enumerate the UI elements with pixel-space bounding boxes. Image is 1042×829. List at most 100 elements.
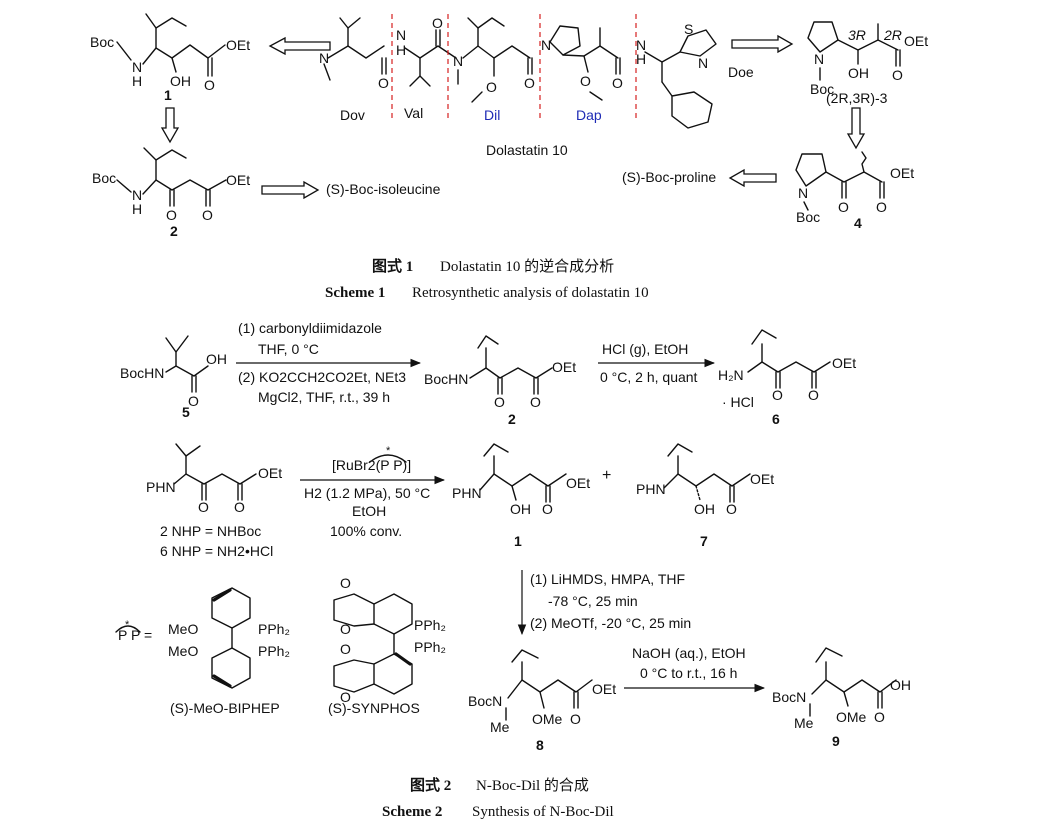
step2-line1: HCl (g), EtOH <box>602 341 688 357</box>
svg-text:OMe: OMe <box>532 711 563 727</box>
svg-text:图式 1: 图式 1 <box>372 257 413 275</box>
svg-text:O: O <box>204 77 215 93</box>
svg-text:PPh₂: PPh₂ <box>258 643 290 659</box>
retro-arrow-1-to-2 <box>160 107 180 144</box>
step3-line3: EtOH <box>352 503 386 519</box>
svg-text:O: O <box>340 621 351 637</box>
svg-text:BocHN: BocHN <box>120 365 164 381</box>
svg-text:H: H <box>132 201 142 217</box>
svg-text:PPh₂: PPh₂ <box>414 617 446 633</box>
svg-text:O: O <box>808 387 819 403</box>
compound-9-structure: BocN Me OMe O OH <box>772 647 911 731</box>
compound-1-label-s2: 1 <box>514 533 522 549</box>
svg-text:PHN: PHN <box>636 481 666 497</box>
svg-text:O: O <box>340 575 351 591</box>
retro-arrow-3-to-4 <box>846 107 866 150</box>
retro-arrow-to-3 <box>731 34 794 54</box>
compound-4-structure: N Boc O O OEt <box>795 151 914 225</box>
svg-text:N: N <box>798 185 808 201</box>
svg-text:Boc: Boc <box>810 81 834 97</box>
svg-text:*: * <box>125 619 130 631</box>
svg-text:O: O <box>432 15 443 31</box>
svg-text:O: O <box>772 387 783 403</box>
compound-1-label: 1 <box>164 87 172 103</box>
svg-text:O: O <box>188 393 199 409</box>
compound-7-structure: PHN OH O OEt <box>636 443 774 517</box>
synphos-structure: O O O O PPh₂ PPh₂ <box>333 575 446 705</box>
scheme2-caption-cn: 图式 2 <box>410 776 451 794</box>
boc-isoleucine-label: (S)-Boc-isoleucine <box>326 181 441 197</box>
svg-text:OH: OH <box>848 65 869 81</box>
step1-line3: (2) KO2CCH2CO2Et, NEt3 <box>238 369 406 385</box>
compound-4-label: 4 <box>854 215 862 231</box>
svg-text:H: H <box>636 51 646 67</box>
svg-text:H: H <box>132 73 142 89</box>
svg-text:N: N <box>132 59 142 75</box>
svg-text:O: O <box>234 499 245 515</box>
legend-cpd2: 2 NHP = NHBoc <box>160 523 261 539</box>
svg-text:Boc: Boc <box>90 34 114 50</box>
svg-text:BocN: BocN <box>468 693 502 709</box>
meo-biphep-structure: MeO MeO PPh₂ PPh₂ <box>168 587 290 689</box>
compound-6-structure: H₂N O O OEt <box>718 329 856 403</box>
compound-7-label: 7 <box>700 533 708 549</box>
svg-text:MeO: MeO <box>168 643 198 659</box>
step4-line3: (2) MeOTf, -20 °C, 25 min <box>530 615 691 631</box>
svg-text:N: N <box>541 37 551 53</box>
compound-1-structure-s2: PHN OH O OEt <box>452 443 590 517</box>
step2-line2: 0 °C, 2 h, quant <box>600 369 698 385</box>
svg-text:OMe: OMe <box>836 709 867 725</box>
svg-text:OEt: OEt <box>226 37 250 53</box>
svg-text:OH: OH <box>694 501 715 517</box>
svg-text:O: O <box>570 711 581 727</box>
svg-text:PHN: PHN <box>146 479 176 495</box>
svg-text:Boc: Boc <box>92 170 116 186</box>
svg-text:O: O <box>612 75 623 91</box>
compound-3-label: (2R,3R)-3 <box>826 90 888 106</box>
compound-5-label: 5 <box>182 404 190 420</box>
compound-2-structure-s2: BocHN O O OEt <box>424 335 576 410</box>
svg-text:O: O <box>874 709 885 725</box>
scheme1-caption-cn: 图式 1 <box>372 257 413 275</box>
compound-6-label: 6 <box>772 411 780 427</box>
svg-text:N: N <box>453 53 463 69</box>
svg-text:OEt: OEt <box>832 355 856 371</box>
compound-2-label-s2: 2 <box>508 411 516 427</box>
compound-3-structure: N Boc OH O OEt 3R 2R <box>807 21 928 97</box>
svg-text:O: O <box>892 67 903 83</box>
svg-text:O: O <box>838 199 849 215</box>
svg-text:O: O <box>494 394 505 410</box>
step1-line2: THF, 0 °C <box>258 341 319 357</box>
svg-text:N: N <box>636 37 646 53</box>
svg-text:N: N <box>319 50 329 66</box>
svg-text:N: N <box>814 51 824 67</box>
compound-8-structure: BocN Me OMe O OEt <box>468 649 616 735</box>
compound-2-structure: Boc N H O O OEt <box>92 147 250 223</box>
svg-text:O: O <box>876 199 887 215</box>
svg-text:O: O <box>198 499 209 515</box>
svg-text:H: H <box>396 42 406 58</box>
svg-text:BocN: BocN <box>772 689 806 705</box>
svg-text:O: O <box>166 207 177 223</box>
retro-arrow-to-boc-pro <box>728 168 777 188</box>
svg-text:OEt: OEt <box>890 165 914 181</box>
svg-text:OEt: OEt <box>904 33 928 49</box>
svg-text:S: S <box>684 21 693 37</box>
svg-text:O: O <box>340 641 351 657</box>
compound-1-structure: Boc N H OH O OEt <box>90 13 250 93</box>
svg-text:O: O <box>542 501 553 517</box>
ligand-meo-biphep-label: (S)-MeO-BIPHEP <box>170 700 280 716</box>
svg-text:Boc: Boc <box>796 209 820 225</box>
svg-text:OEt: OEt <box>592 681 616 697</box>
svg-text:O: O <box>524 75 535 91</box>
compound-2-label: 2 <box>170 223 178 239</box>
compound-5-structure: BocHN O OH <box>120 335 227 409</box>
svg-text:2R: 2R <box>883 27 902 43</box>
svg-text:PPh₂: PPh₂ <box>258 621 290 637</box>
scheme1-caption-en-text: Retrosynthetic analysis of dolastatin 10 <box>412 285 649 301</box>
compound-9-label: 9 <box>832 733 840 749</box>
svg-text:OH: OH <box>890 677 911 693</box>
svg-text:OH: OH <box>510 501 531 517</box>
svg-text:OEt: OEt <box>750 471 774 487</box>
scheme2-caption-en: Scheme 2 <box>382 804 442 820</box>
